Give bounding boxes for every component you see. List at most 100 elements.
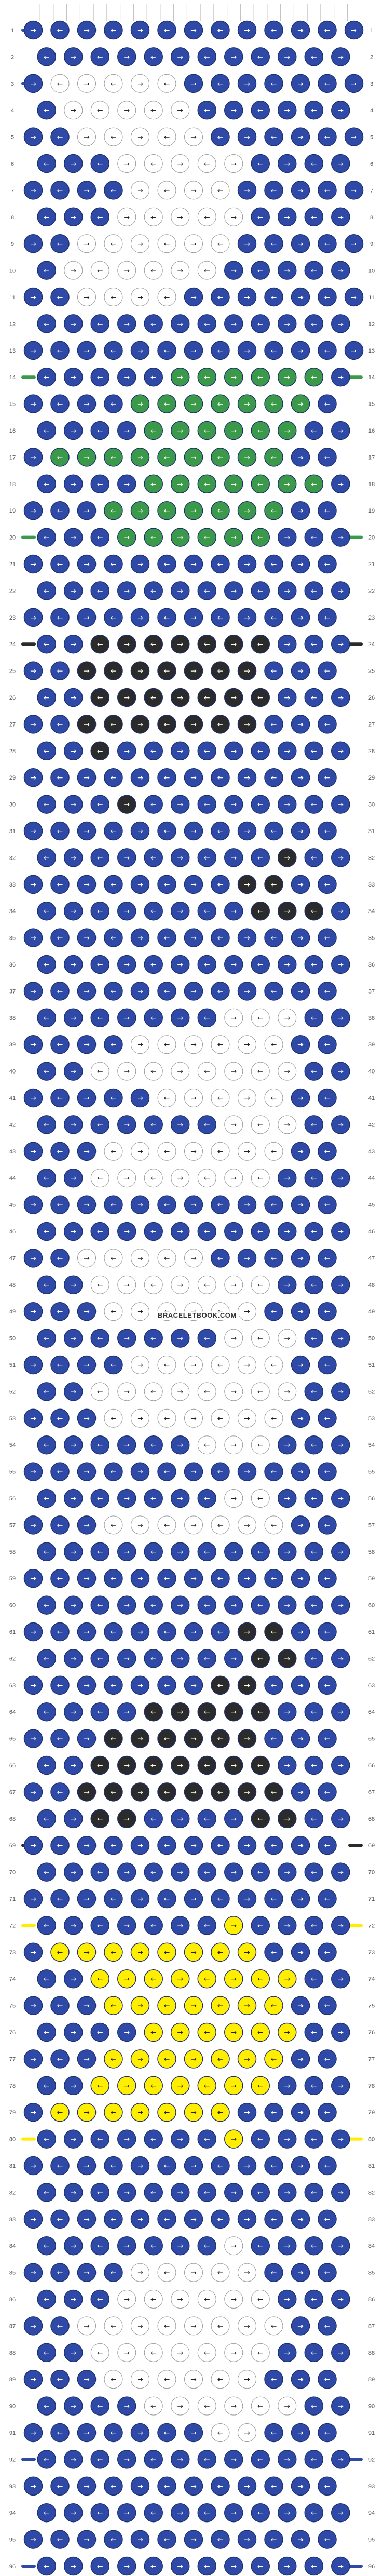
arrow-left-icon: ←	[257, 267, 264, 275]
arrow-left-icon: ←	[97, 427, 103, 435]
arrow-right-icon: →	[284, 1121, 290, 1129]
arrow-left-icon: ←	[97, 640, 103, 649]
row-label-right: 23	[368, 615, 375, 621]
arrow-left-icon: ←	[57, 2002, 63, 2010]
knot	[64, 848, 83, 867]
arrow-right-icon: →	[70, 1388, 76, 1396]
arrow-left-icon: ←	[204, 1014, 210, 1023]
row-label-left: 60	[9, 1603, 16, 1609]
arrow-left-icon: ←	[257, 694, 264, 702]
knot	[23, 341, 43, 360]
knot	[23, 448, 43, 467]
knot	[197, 955, 216, 974]
arrow-left-icon: ←	[217, 186, 224, 195]
knot	[77, 1249, 96, 1268]
arrow-right-icon: →	[244, 2002, 250, 2010]
arrow-left-icon: ←	[217, 934, 224, 943]
arrow-left-icon: ←	[97, 2242, 103, 2250]
arrow-left-icon: ←	[44, 2562, 50, 2571]
arrow-right-icon: →	[190, 1148, 197, 1156]
arrow-right-icon: →	[297, 1148, 304, 1156]
knot	[237, 1568, 257, 1588]
knot	[77, 501, 97, 520]
knot	[37, 2076, 56, 2096]
arrow-right-icon: →	[230, 427, 237, 435]
knot	[117, 741, 136, 761]
arrow-left-icon: ←	[44, 1068, 50, 1076]
arrow-right-icon: →	[297, 1628, 304, 1636]
arrow-right-icon: →	[30, 1788, 36, 1796]
knot	[50, 127, 70, 146]
row-label-right: 60	[368, 1603, 375, 1609]
arrow-right-icon: →	[137, 2429, 143, 2437]
knot	[37, 2289, 56, 2309]
knot	[37, 100, 56, 120]
knot	[157, 1835, 176, 1855]
knot	[104, 74, 123, 93]
knot	[50, 234, 70, 253]
arrow-left-icon: ←	[164, 1415, 170, 1423]
knot	[211, 1195, 230, 1214]
knot	[23, 875, 43, 894]
arrow-left-icon: ←	[324, 2322, 331, 2330]
knot	[104, 1035, 123, 1054]
row-label-right: 41	[368, 1095, 375, 1102]
arrow-right-icon: →	[230, 267, 237, 275]
arrow-left-icon: ←	[271, 1201, 277, 1210]
knot	[211, 2530, 230, 2549]
arrow-right-icon: →	[284, 1655, 290, 1663]
arrow-left-icon: ←	[164, 1254, 170, 1263]
row-label-right: 48	[368, 1282, 375, 1289]
knot	[184, 2102, 203, 2122]
arrow-left-icon: ←	[311, 480, 317, 489]
arrow-left-icon: ←	[57, 1895, 63, 1903]
knot	[331, 2556, 350, 2576]
arrow-right-icon: →	[244, 1148, 250, 1156]
arrow-right-icon: →	[337, 1708, 344, 1716]
knot	[237, 768, 257, 787]
knot	[331, 1168, 350, 1188]
knot	[184, 928, 203, 947]
knot	[117, 1488, 136, 1508]
arrow-right-icon: →	[124, 1655, 130, 1663]
knot	[304, 421, 323, 440]
arrow-right-icon: →	[337, 854, 344, 862]
arrow-left-icon: ←	[311, 1548, 317, 1557]
arrow-left-icon: ←	[324, 26, 331, 35]
knot	[77, 554, 97, 574]
row-label-right: 86	[368, 2297, 375, 2303]
knot	[157, 2156, 176, 2176]
arrow-right-icon: →	[190, 2536, 197, 2544]
knot	[318, 2209, 337, 2229]
knot	[291, 715, 310, 734]
arrow-right-icon: →	[177, 320, 183, 328]
arrow-right-icon: →	[284, 1014, 290, 1023]
arrow-right-icon: →	[124, 106, 130, 115]
row-label-right: 92	[368, 2457, 375, 2463]
arrow-left-icon: ←	[257, 1068, 264, 1076]
knot	[90, 154, 109, 173]
arrow-left-icon: ←	[44, 1121, 50, 1129]
knot	[251, 100, 270, 120]
knot	[37, 688, 56, 707]
arrow-right-icon: →	[190, 507, 197, 515]
arrow-left-icon: ←	[324, 347, 331, 355]
arrow-right-icon: →	[124, 373, 130, 382]
arrow-left-icon: ←	[164, 1735, 170, 1743]
knot	[331, 848, 350, 867]
knot	[211, 74, 230, 93]
arrow-right-icon: →	[84, 1148, 90, 1156]
arrow-right-icon: →	[244, 1895, 250, 1903]
knot	[144, 207, 163, 226]
arrow-right-icon: →	[297, 2536, 304, 2544]
arrow-right-icon: →	[124, 1815, 130, 1823]
arrow-left-icon: ←	[44, 2029, 50, 2037]
knot	[211, 1462, 230, 1481]
knot	[291, 1355, 310, 1375]
knot	[64, 795, 83, 814]
knot	[264, 2369, 283, 2389]
arrow-left-icon: ←	[164, 293, 170, 302]
row-label-left: 51	[9, 1362, 16, 1369]
knot	[23, 1942, 43, 1962]
row-label-right: 7	[370, 187, 373, 194]
